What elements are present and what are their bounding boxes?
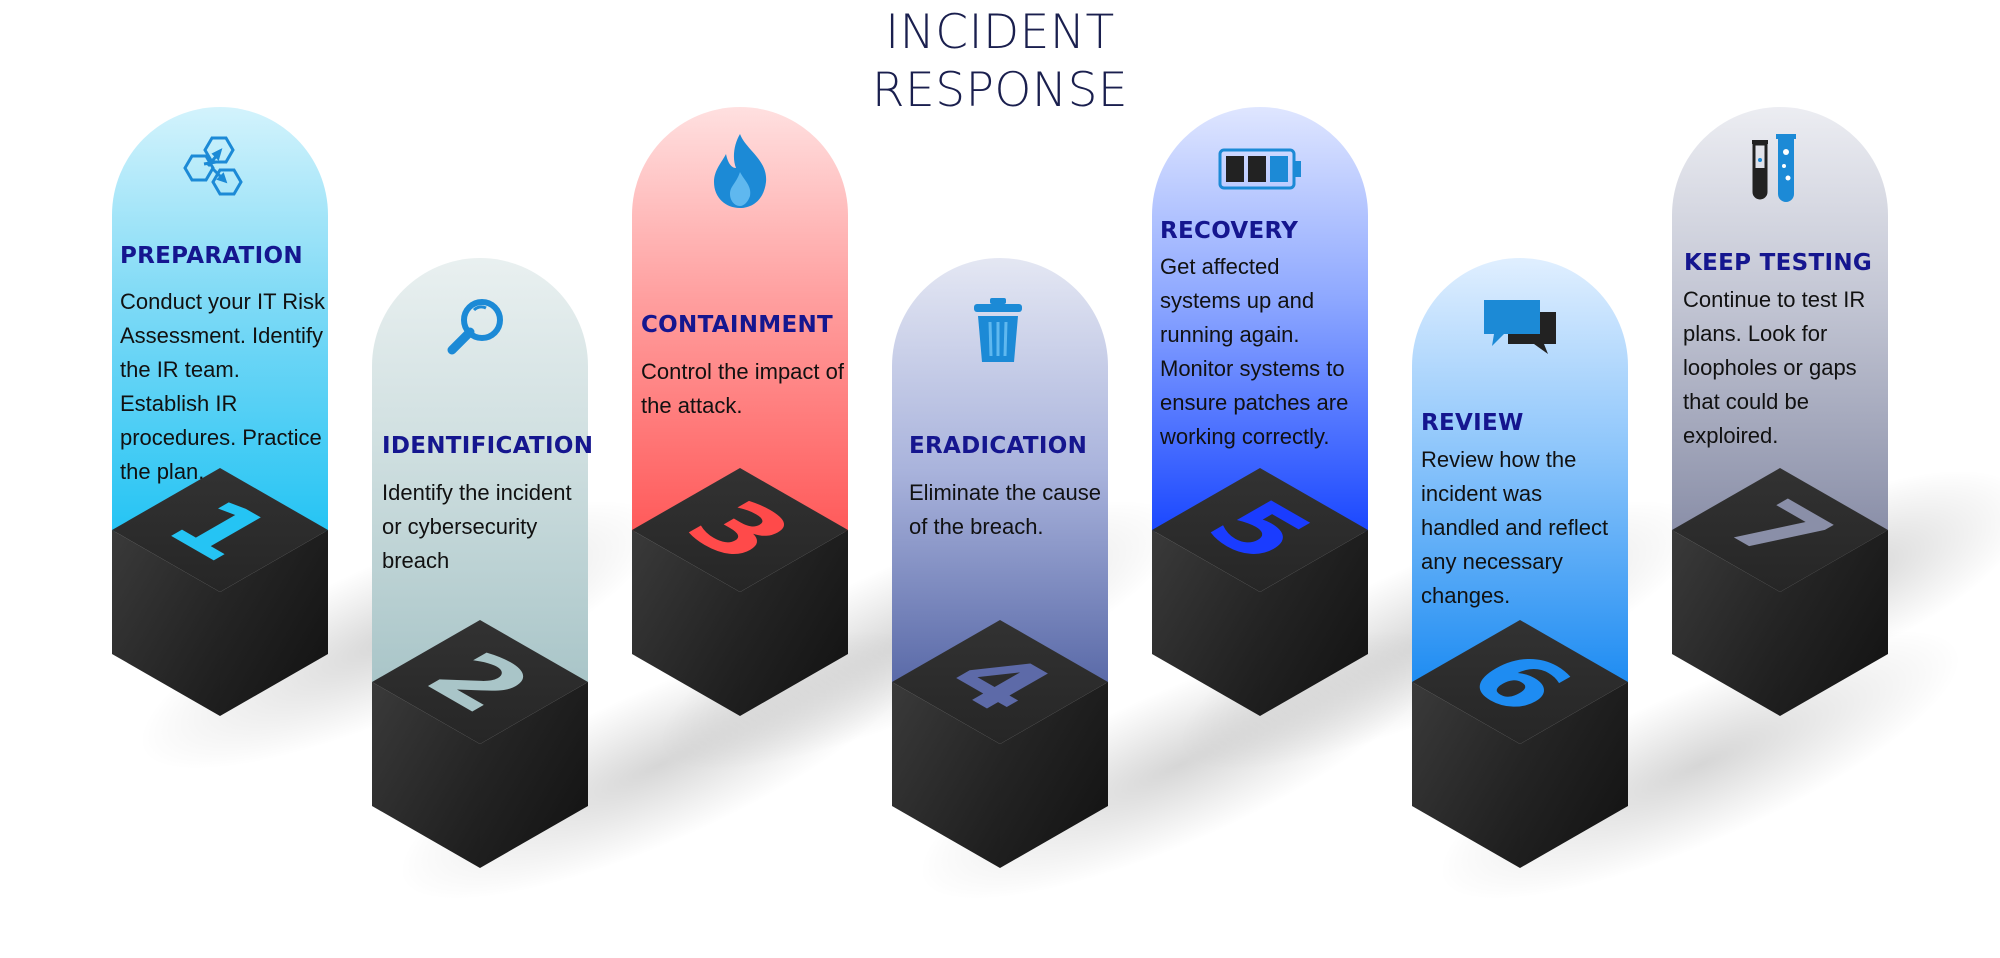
flame-icon (714, 134, 767, 208)
step-description: Continue to test IR plans. Look for loop… (1683, 287, 1866, 448)
step-description: Identify the incident or cybersecurity b… (382, 480, 572, 573)
number-cube: 3 (632, 468, 848, 716)
step-description: Eliminate the cause of the breach. (909, 480, 1101, 539)
chat-bubbles-icon (1484, 300, 1556, 354)
step-description: Control the impact of the attack. (641, 359, 844, 418)
test-tubes-icon (1752, 134, 1796, 202)
step-title: REVIEW (1421, 410, 1524, 436)
step-title: ERADICATION (909, 433, 1088, 459)
step-title: CONTAINMENT (641, 312, 834, 338)
page-title: INCIDENT RESPONSE (0, 4, 2000, 120)
step-title: PREPARATION (120, 243, 303, 269)
step-title: KEEP TESTING (1684, 250, 1873, 276)
magnifier-icon (447, 299, 503, 355)
trash-can-icon (974, 298, 1022, 362)
step-description: Get affected systems up and running agai… (1160, 254, 1349, 449)
step-description: Conduct your IT Risk Assessment. Identif… (120, 289, 326, 484)
battery-icon (1218, 148, 1301, 190)
title-line-1: INCIDENT (885, 5, 1115, 60)
step-title: RECOVERY (1160, 218, 1299, 244)
hexagons-arrows-icon (183, 136, 243, 196)
number-cube: 1 (112, 468, 328, 716)
title-line-2: RESPONSE (871, 63, 1129, 118)
step-title: IDENTIFICATION (382, 433, 594, 459)
number-cube: 5 (1152, 468, 1368, 716)
step-description: Review how the incident was handled and … (1421, 447, 1609, 608)
number-cube: 6 (1412, 620, 1628, 868)
step-pill (372, 258, 588, 683)
number-cube: 2 (372, 620, 588, 868)
number-cube: 7 (1672, 468, 1888, 716)
number-cube: 4 (892, 620, 1108, 868)
